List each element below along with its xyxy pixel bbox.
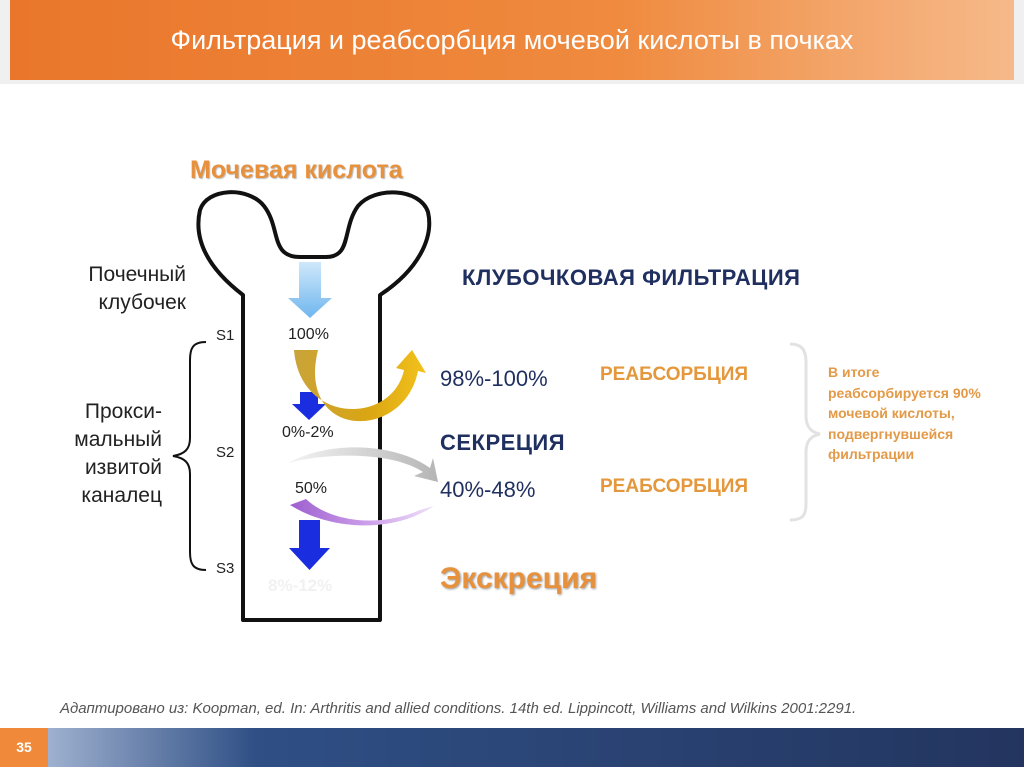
slide-title: Фильтрация и реабсорбция мочевой кислоты…	[170, 25, 854, 55]
percent-100: 100%	[288, 326, 329, 343]
header-bar: Фильтрация и реабсорбция мочевой кислоты…	[10, 0, 1014, 80]
excretion-label: Экскреция	[440, 562, 598, 595]
percent-0-2: 0%-2%	[282, 424, 334, 441]
reabsorption-label-2: РЕАБСОРБЦИЯ	[600, 476, 749, 497]
reabsorption-arc-1	[294, 350, 426, 422]
segment-s3-label: S3	[216, 560, 235, 577]
percent-50: 50%	[295, 480, 328, 497]
segment-s1-label: S1	[216, 327, 235, 344]
summary-brace	[789, 342, 821, 522]
header: Фильтрация и реабсорбция мочевой кислоты…	[0, 0, 1024, 84]
page-number: 35	[0, 728, 48, 767]
reabsorption-arc-2	[290, 499, 434, 526]
reabsorption-value-2: 40%-48%	[440, 477, 536, 502]
citation: Адаптировано из: Koopman, ed. In: Arthri…	[60, 700, 857, 717]
tubule-brace	[172, 341, 207, 571]
filtration-arrow	[288, 262, 332, 318]
glomerulus-label: Почечный клубочек	[88, 263, 186, 314]
percent-8-12: 8%-12%	[268, 576, 333, 595]
footer-bar	[0, 728, 1024, 767]
proximal-tubule-label: Прокси-мальный извитой каналец	[74, 400, 162, 507]
flow-arrow-s1	[292, 392, 326, 420]
uric-acid-label: Мочевая кислота	[190, 156, 403, 184]
flow-arrow-s3	[289, 520, 330, 570]
reabsorption-value-1: 98%-100%	[440, 366, 548, 391]
secretion-arc	[288, 447, 438, 482]
secretion-label: СЕКРЕЦИЯ	[440, 430, 566, 455]
reabsorption-label-1: РЕАБСОРБЦИЯ	[600, 364, 749, 385]
glomerular-filtration-label: КЛУБОЧКОВАЯ ФИЛЬТРАЦИЯ	[462, 265, 801, 290]
nephron-outline	[196, 190, 432, 622]
segment-s2-label: S2	[216, 444, 235, 461]
summary-text: В итоге реабсорбируется 90% мочевой кисл…	[828, 364, 981, 462]
